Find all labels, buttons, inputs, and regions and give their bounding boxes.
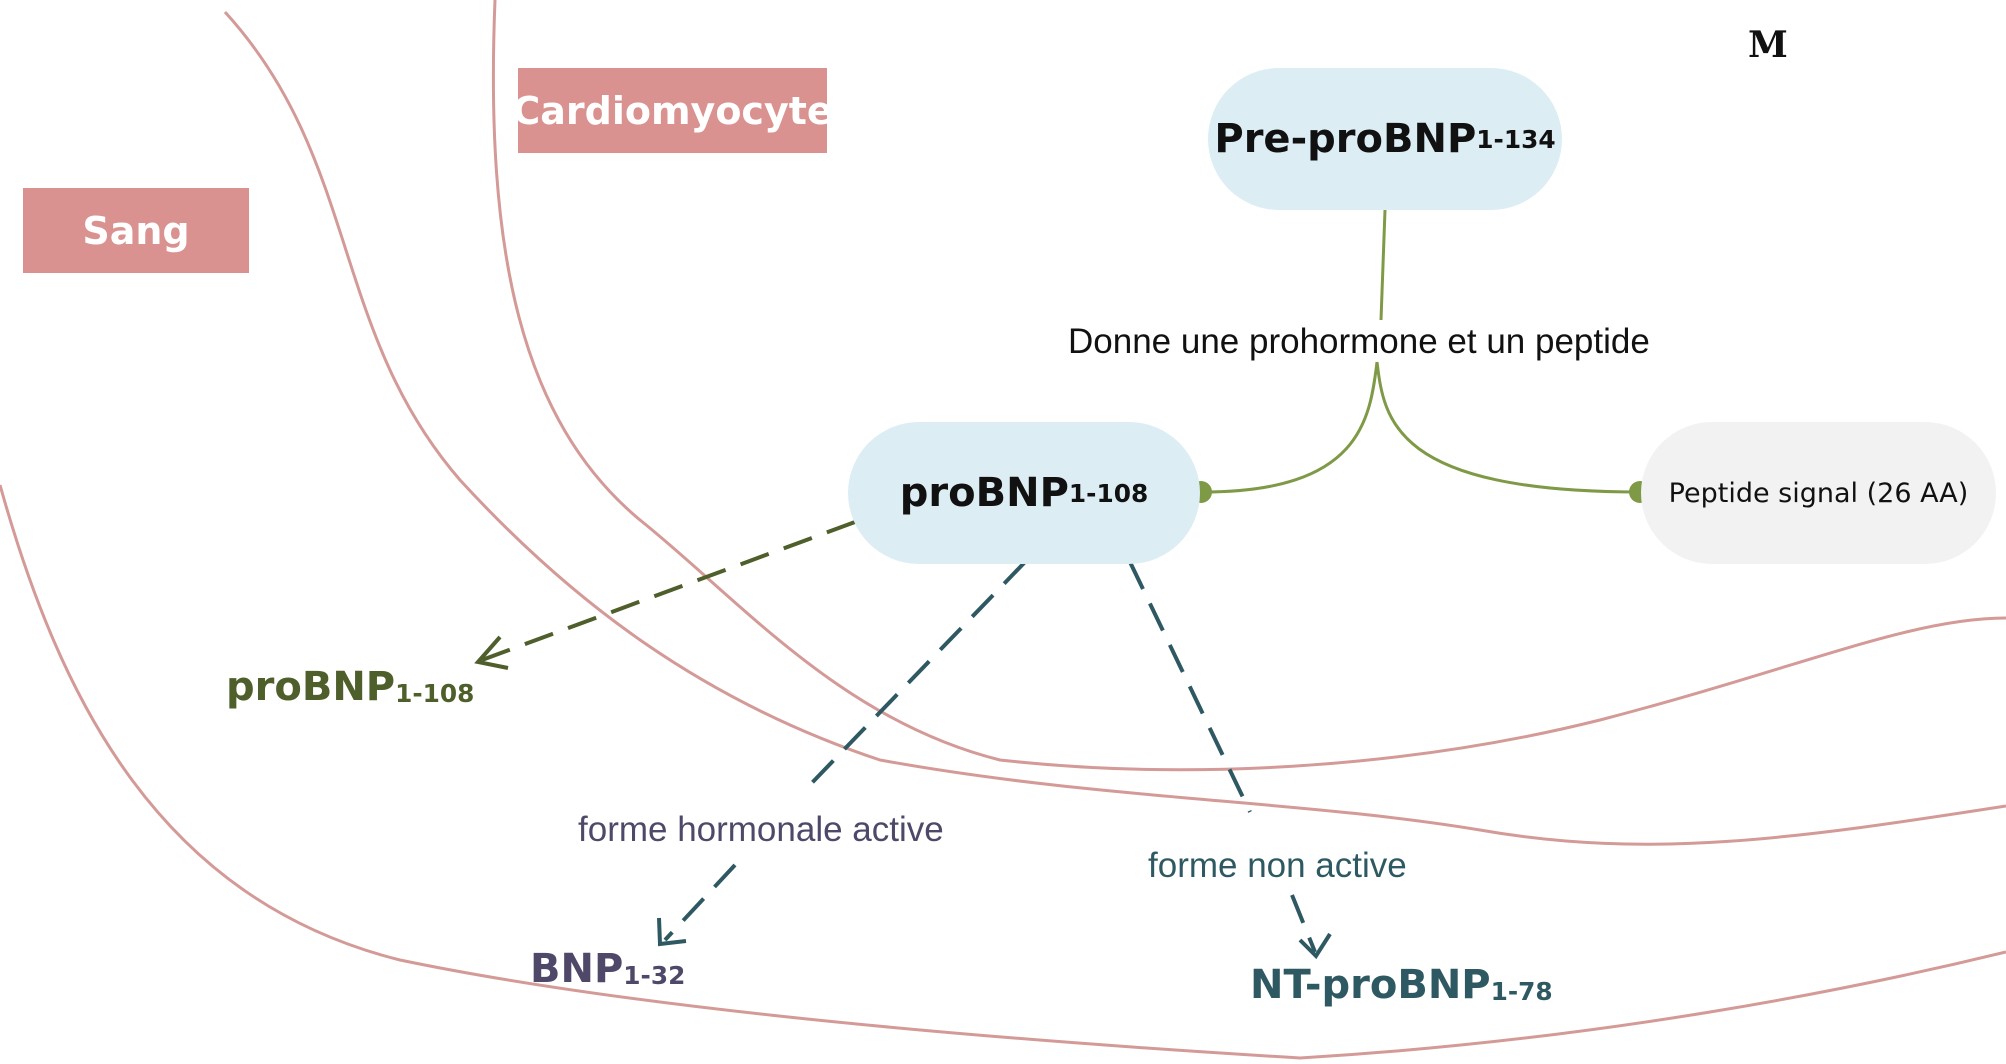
active-form-label: forme hormonale active	[578, 810, 944, 849]
split-label: Donne une prohormone et un peptide	[1068, 322, 1650, 361]
arrowhead-probnp-blood	[474, 635, 509, 670]
arrow-to-bnp-bottom	[663, 863, 737, 942]
bnp-name: BNP	[530, 946, 624, 992]
corner-mark: M	[1748, 24, 1788, 66]
probnp-blood-range: 1-108	[395, 678, 475, 708]
preprobnp-name: Pre-proBNP	[1214, 116, 1477, 162]
bnp-label: BNP1-32	[530, 946, 685, 992]
sang-tag: Sang	[23, 188, 249, 273]
arrowhead-bnp	[657, 917, 687, 947]
arrow-to-ntprobnp-bottom	[1290, 894, 1317, 953]
cardiomyocyte-label: Cardiomyocyte	[512, 88, 833, 133]
ntprobnp-label: NT-proBNP1-78	[1250, 962, 1553, 1008]
membrane-curve-blood	[0, 484, 2006, 1060]
connector-to-peptide-signal	[1375, 361, 1641, 494]
connector-preprobnp-down	[1379, 209, 1387, 321]
connector-to-probnp	[1202, 361, 1379, 494]
probnp-blood-name: proBNP	[226, 664, 396, 710]
ntprobnp-name: NT-proBNP	[1250, 962, 1491, 1008]
peptide-signal-node: Peptide signal (26 AA)	[1641, 422, 1996, 564]
sang-label: Sang	[82, 208, 190, 253]
preprobnp-range: 1-134	[1476, 124, 1556, 154]
probnp-name: proBNP	[899, 470, 1069, 516]
arrow-to-bnp-top	[803, 560, 1027, 792]
arrow-to-ntprobnp-top	[1128, 561, 1252, 813]
ntprobnp-range: 1-78	[1490, 976, 1553, 1006]
arrowhead-ntprobnp	[1298, 932, 1332, 960]
bnp-range: 1-32	[623, 960, 686, 990]
peptide-signal-label: Peptide signal (26 AA)	[1668, 477, 1969, 509]
arrow-to-probnp-blood	[481, 520, 856, 662]
membrane-curve-middle	[223, 10, 2006, 846]
probnp-range: 1-108	[1068, 478, 1149, 508]
probnp-blood-label: proBNP1-108	[226, 664, 474, 710]
cardiomyocyte-tag: Cardiomyocyte	[512, 68, 833, 153]
inactive-form-label: forme non active	[1148, 846, 1407, 885]
membrane-curve-cardiomyocyte	[491, 0, 2006, 772]
